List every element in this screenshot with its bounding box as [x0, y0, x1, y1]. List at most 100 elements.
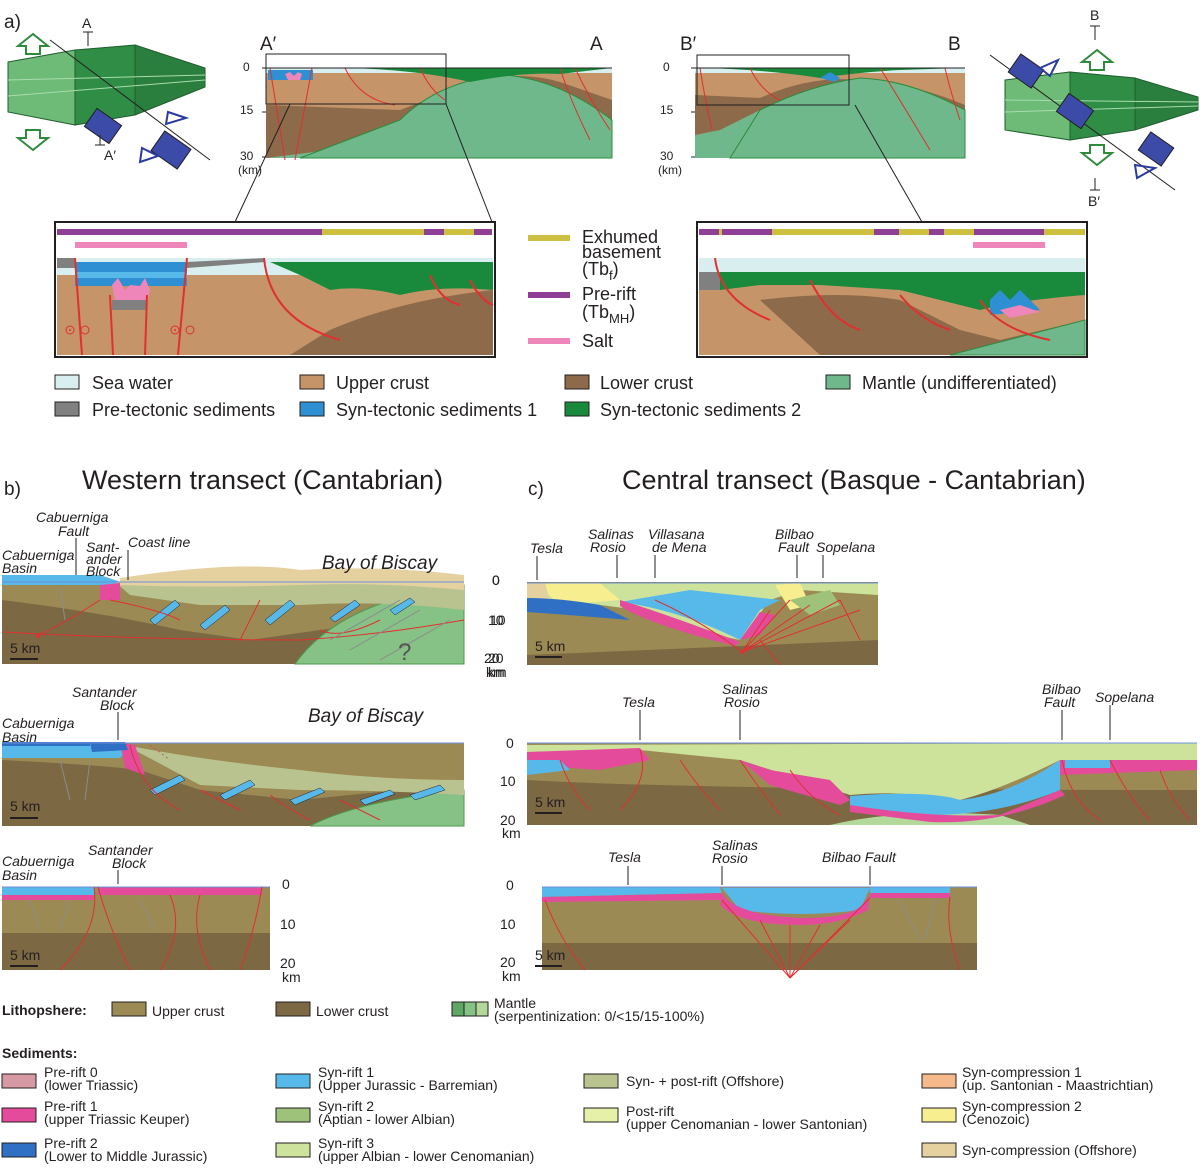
c3-depth-10: 10	[500, 916, 516, 932]
c1-salinas2: Rosio	[590, 539, 626, 555]
mid-legend: Exhumed basement (Tbf) Pre-rift (TbMH) S…	[528, 227, 661, 351]
sed-9-l2: (Cenozoic)	[962, 1111, 1030, 1127]
c1-villasana2: de Mena	[652, 539, 707, 555]
c1-depth-km: km	[488, 664, 507, 680]
litho-mantle2: (serpentinization: 0/<15/15-100%)	[494, 1008, 705, 1024]
legend-a-0: Sea water	[92, 373, 173, 393]
c1-depth-0: 0	[492, 572, 500, 588]
c-section-3: 5 km Tesla Salinas Rosio Bilbao Fault 0 …	[500, 837, 977, 984]
aa-end: A	[590, 34, 603, 55]
c2-salinas: Salinas	[722, 681, 768, 697]
b-sant3: Block	[86, 563, 121, 579]
aa-depth-30: 30	[240, 149, 254, 163]
mid-legend-prerift: Pre-rift	[582, 284, 636, 304]
bb-depth-15: 15	[660, 103, 674, 117]
b2-sant2: Block	[100, 697, 135, 713]
sed-3-l1: Syn-rift 1	[318, 1064, 374, 1080]
b-cab-fault2: Fault	[58, 523, 90, 539]
sed-7-l1: Post-rift	[626, 1103, 674, 1119]
c3-salinas: Salinas	[712, 837, 758, 853]
c2-tesla: Tesla	[622, 694, 655, 710]
bb-depth-0: 0	[663, 60, 670, 74]
sed-8-l1: Syn-compression 1	[962, 1064, 1082, 1080]
litho-upper: Upper crust	[152, 1003, 224, 1019]
litho-title: Lithopshere:	[2, 1002, 87, 1018]
b1-scale: 5 km	[10, 640, 40, 656]
c1-villasana: Villasana	[648, 526, 705, 542]
aa-depth-0: 0	[243, 60, 250, 74]
map-right-top: B	[1090, 7, 1099, 23]
map-left-bottom: A′	[104, 147, 116, 163]
b-cab-basin2: Basin	[2, 560, 37, 576]
b1-depth-10: 10	[488, 612, 504, 628]
aa-depth-15: 15	[240, 103, 254, 117]
litho-mantle: Mantle	[494, 995, 536, 1011]
legend-a-4: Pre-tectonic sediments	[92, 400, 275, 420]
b3-sant2: Block	[112, 855, 147, 871]
mid-legend-exhumed: Exhumed	[582, 227, 658, 247]
sed-5-l2: (upper Albian - lower Cenomanian)	[318, 1148, 534, 1164]
c-section-2: 5 km Tesla Salinas Rosio Bilbao Fault So…	[527, 681, 1197, 825]
b2-depth-10: 10	[500, 773, 516, 789]
sediments-legend: Sediments: Pre-rift 0 (lower Triassic) P…	[1, 1045, 1153, 1164]
lithosphere-legend: Lithopshere: Upper crust Lower crust Man…	[2, 995, 705, 1024]
question-mark: ?	[398, 639, 411, 666]
b2-sant: Santander	[72, 684, 138, 700]
bb-end: B	[948, 34, 961, 55]
c1-depth-10: 10	[490, 612, 506, 628]
b3-scale: 5 km	[10, 947, 40, 963]
bb-depth-unit: (km)	[658, 163, 682, 177]
c1-sopelana: Sopelana	[816, 539, 875, 555]
sed-2-l2: (Lower to Middle Jurassic)	[44, 1148, 207, 1164]
c1-scale: 5 km	[535, 638, 565, 654]
c1-bilbao2: Fault	[778, 539, 810, 555]
c3-tesla: Tesla	[608, 849, 641, 865]
b-section-2: 5 km Santander Block Cabuerniga Basin Ba…	[2, 684, 521, 841]
c1-bilbao: Bilbao	[775, 526, 814, 542]
c2-salinas2: Rosio	[724, 694, 760, 710]
legend-a-2: Lower crust	[600, 373, 693, 393]
sed-6-l1: Syn- + post-rift (Offshore)	[626, 1073, 784, 1089]
b3-cab: Cabuerniga	[2, 853, 75, 869]
sed-7-l2: (upper Cenomanian - lower Santonian)	[626, 1116, 867, 1132]
c-section-1: 5 km Tesla Salinas Rosio Villasana de Me…	[488, 526, 878, 680]
sed-8-l2: (up. Santonian - Maastrichtian)	[962, 1077, 1153, 1093]
map-left: A A′	[7, 15, 211, 170]
c2-sopelana: Sopelana	[1095, 689, 1154, 705]
c3-depth-0: 0	[506, 877, 514, 893]
b-section-3: 5 km Cabuerniga Basin Santander Block 0 …	[2, 842, 301, 985]
b3-depth-km: km	[282, 969, 301, 985]
map-right-bottom: B′	[1088, 193, 1100, 209]
section-bb: B′ B 0 15 30 (km)	[658, 34, 966, 223]
map-left-top: A	[82, 15, 92, 31]
panel-b-label: b)	[4, 479, 21, 500]
c2-scale: 5 km	[535, 794, 565, 810]
b-section-1: ? 5 km Cabuerniga Basin Cabuerniga Fault…	[1, 509, 505, 680]
c1-salinas: Salinas	[588, 526, 634, 542]
b-bay1: Bay of Biscay	[322, 553, 439, 574]
section-c-title: Central transect (Basque - Cantabrian)	[622, 465, 1086, 495]
b1-depth-km: km	[486, 664, 505, 680]
b2-scale: 5 km	[10, 798, 40, 814]
sed-1-l2: (upper Triassic Keuper)	[44, 1111, 190, 1127]
b2-depth-0: 0	[506, 735, 514, 751]
sed-title: Sediments:	[2, 1045, 77, 1061]
sed-0-l2: (lower Triassic)	[44, 1077, 138, 1093]
b3-depth-0: 0	[282, 876, 290, 892]
section-aa: A′ A 0 15 30 (km)	[234, 34, 613, 223]
legend-a-3: Mantle (undifferentiated)	[862, 373, 1057, 393]
legend-a: Sea water Upper crust Lower crust Mantle…	[54, 373, 1057, 420]
zoom-left	[54, 221, 496, 358]
b-coast: Coast line	[128, 534, 190, 550]
mid-legend-tbf: (Tbf)	[582, 259, 619, 283]
b3-depth-10: 10	[280, 916, 296, 932]
b2-depth-20: 20	[500, 812, 516, 828]
b3-sant: Santander	[88, 842, 154, 858]
b2-cab2: Basin	[2, 729, 37, 745]
c3-bilbao: Bilbao Fault	[822, 849, 897, 865]
bb-start: B′	[680, 34, 697, 55]
aa-start: A′	[260, 34, 277, 55]
sed-5-l1: Syn-rift 3	[318, 1135, 374, 1151]
b3-cab2: Basin	[2, 867, 37, 883]
